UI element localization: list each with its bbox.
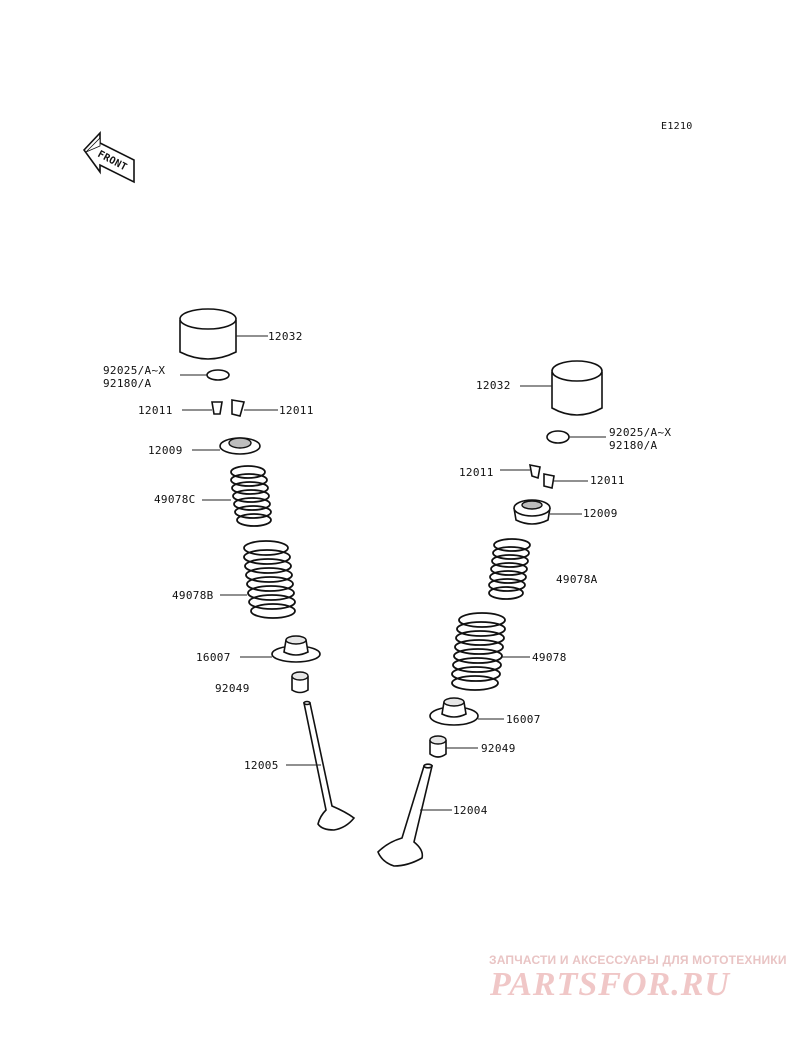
left-spring-outer-label: 49078B <box>172 589 214 602</box>
left-shim <box>180 369 230 381</box>
right-spring-inner-label: 49078A <box>556 573 598 586</box>
right-spring-seat <box>429 697 504 726</box>
right-valve <box>377 763 452 867</box>
left-spring-inner <box>202 465 272 527</box>
right-tappet-label: 12032 <box>476 379 511 392</box>
right-cotters <box>500 463 588 489</box>
right-spring-outer-label: 49078 <box>532 651 567 664</box>
right-stem-seal <box>429 735 478 758</box>
right-retainer-label: 12009 <box>583 507 618 520</box>
diagram-code: E1210 <box>661 121 693 132</box>
right-spring-seat-label: 16007 <box>506 713 541 726</box>
right-stem-seal-label: 92049 <box>481 742 516 755</box>
left-spring-inner-label: 49078C <box>154 493 196 506</box>
right-shim-b-label: 92180/A <box>609 439 658 452</box>
right-spring-outer <box>451 612 530 691</box>
left-tappet <box>179 308 268 360</box>
right-shim <box>546 430 606 444</box>
right-valve-assembly: 12032 92025/A~X 92180/A 12011 12011 1200… <box>377 360 671 867</box>
right-shim-a-label: 92025/A~X <box>609 426 671 439</box>
left-spring-outer <box>220 540 296 619</box>
left-retainer-label: 12009 <box>148 444 183 457</box>
right-valve-label: 12004 <box>453 804 488 817</box>
left-valve-label: 12005 <box>244 759 279 772</box>
watermark-logo: PARTSFOR.RU <box>490 966 730 1003</box>
left-shim-a-label: 92025/A~X <box>103 364 165 377</box>
left-cotters <box>182 399 278 417</box>
left-tappet-label: 12032 <box>268 330 303 343</box>
left-cotter-right-label: 12011 <box>279 404 314 417</box>
front-arrow-icon: FRONT <box>82 130 135 184</box>
right-cotter-right-label: 12011 <box>590 474 625 487</box>
left-stem-seal-label: 92049 <box>215 682 250 695</box>
left-retainer <box>192 437 261 455</box>
right-spring-inner <box>488 538 531 600</box>
left-valve <box>286 700 356 831</box>
left-spring-seat-label: 16007 <box>196 651 231 664</box>
right-cotter-left-label: 12011 <box>459 466 494 479</box>
left-cotter-left-label: 12011 <box>138 404 173 417</box>
watermark-tagline: ЗАПЧАСТИ И АКСЕССУАРЫ ДЛЯ МОТОТЕХНИКИ <box>489 953 787 967</box>
right-retainer <box>513 499 582 525</box>
right-tappet <box>520 360 603 416</box>
left-shim-b-label: 92180/A <box>103 377 152 390</box>
left-spring-seat <box>240 635 321 663</box>
left-stem-seal <box>291 671 309 694</box>
left-valve-assembly: 12032 92025/A~X 92180/A 12011 12011 1200… <box>103 308 356 831</box>
